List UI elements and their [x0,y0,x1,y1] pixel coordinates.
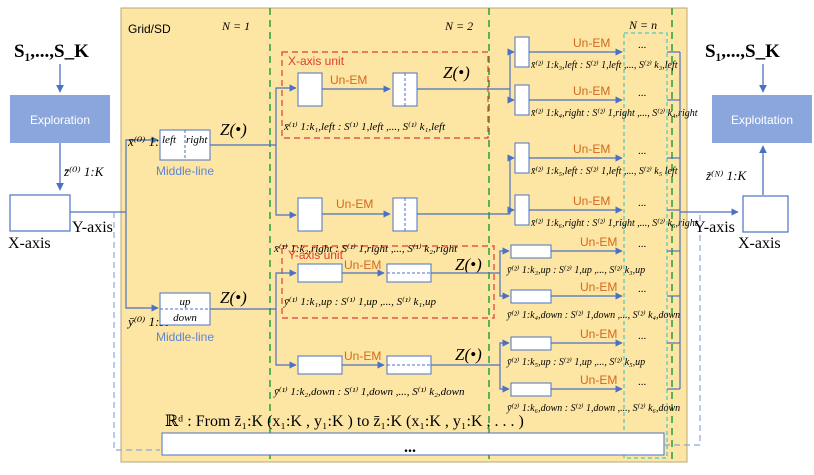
x-axis-unit-label: X-axis unit [288,54,345,68]
l2-box-1 [514,36,530,68]
level-n-column [623,32,668,459]
unem-l2-6: Un-EM [580,280,617,294]
l2-formula-4: x̄⁽²⁾ 1:k₆,right : S⁽²⁾ 1,right ,..., S⁽… [530,218,698,229]
bottom-ellipsis: ... [404,439,416,456]
l2-box-2 [514,84,530,116]
bottom-formula: ℝᵈ : From z̄₁:K (x₁:K , y₁:K ) to z̄₁:K … [165,413,524,430]
l2-ybox-4 [510,382,552,397]
unem-l2-7: Un-EM [580,327,617,341]
x-unit-box-a [297,72,323,107]
l2-formula-1: x̄⁽²⁾ 1:k₃,left : S⁽²⁾ 1,left ,..., S⁽²⁾… [530,60,678,71]
l2-formula-5: ȳ⁽²⁾ 1:k₃,up : S⁽²⁾ 1,up ,..., S⁽²⁾ k₃,u… [506,265,645,276]
y1-up-formula: ȳ⁽¹⁾ 1:k₁,up : S⁽¹⁾ 1,up ,..., S⁽¹⁾ k₁,u… [283,296,436,308]
unem-y-upper: Un-EM [344,258,381,272]
ellipsis-5: ... [638,238,647,250]
unem-y-lower: Un-EM [344,349,381,363]
ellipsis-6: ... [638,283,647,295]
x-axis-label-left: X-axis [8,235,51,252]
z-func-x2a: Z(•) [443,63,470,82]
unem-l2-8: Un-EM [580,373,617,387]
zN-label: z̃⁽ᴺ⁾ 1:K [705,168,747,183]
y1-down-formula: ȳ⁽¹⁾ 1:k₂,down : S⁽¹⁾ 1,down ,..., S⁽¹⁾ … [273,386,465,398]
input-label: S₁,...,S_K [14,41,89,62]
left-label: left [162,134,177,146]
n1-label: N = 1 [221,19,250,33]
l2-ybox-1 [510,244,552,259]
y-axis-label-left: Y-axis [72,219,113,236]
bottom-bar [161,432,665,456]
ellipsis-2: ... [638,87,647,99]
ellipsis-3: ... [638,145,647,157]
grid-title: Grid/SD [128,22,171,36]
ellipsis-8: ... [638,376,647,388]
unem-l2-5: Un-EM [580,235,617,249]
l2-ybox-2 [510,289,552,304]
down-label: down [173,312,197,324]
l2-formula-8: ȳ⁽²⁾ 1:k₆,down : S⁽²⁾ 1,down ,..., S⁽²⁾ … [506,403,680,414]
ellipsis-4: ... [638,197,647,209]
ellipsis-7: ... [638,330,647,342]
l2-box-4 [514,194,530,226]
l2-formula-2: x̄⁽²⁾ 1:k₄,right : S⁽²⁾ 1,right ,..., S⁽… [530,108,698,119]
input-xy-box [9,194,71,232]
exploitation-label: Exploitation [731,113,793,127]
n2-label: N = 2 [444,19,473,33]
nn-label: N = n [628,18,657,32]
l2-ybox-3 [510,336,552,351]
x1-right-formula: x̄⁽¹⁾ 1:k₂,right : S⁽¹⁾ 1,right ,..., S⁽… [273,243,458,255]
middle-line-label-bottom: Middle-line [156,330,214,344]
l2-box-3 [514,142,530,174]
l2-formula-3: x̄⁽²⁾ 1:k₅,left : S⁽²⁾ 1,left ,..., S⁽²⁾… [530,166,678,177]
exploration-label: Exploration [30,113,90,127]
z0-label: z̄⁽⁰⁾ 1:K [63,164,105,179]
y-axis-unit-box [281,245,495,319]
unem-l2-2: Un-EM [573,84,610,98]
y-axis-unit-label: Y-axis unit [288,248,344,262]
x-axis-unit-box [281,51,489,139]
z-func-x1: Z(•) [220,120,247,139]
y0-label: ȳ⁽⁰⁾ 1:K [126,314,169,329]
up-label: up [180,296,192,308]
exploitation-box[interactable] [712,95,812,143]
ellipsis-1: ... [638,39,647,51]
x-axis-label-right: X-axis [738,235,781,252]
exploration-box[interactable] [10,95,110,143]
middle-line-label-top: Middle-line [156,164,214,178]
unem-l2-4: Un-EM [573,194,610,208]
unem-x-lower: Un-EM [336,197,373,211]
unem-l2-1: Un-EM [573,36,610,50]
y-axis-label-right: Y-axis [694,219,735,236]
x1-left-formula: x̄⁽¹⁾ 1:k₁,left : S⁽¹⁾ 1,left ,..., S⁽¹⁾… [283,121,446,133]
unem-l2-3: Un-EM [573,142,610,156]
l2-formula-6: ȳ⁽²⁾ 1:k₄,down : S⁽²⁾ 1,down ,..., S⁽²⁾ … [506,310,680,321]
output-xy-box [742,195,789,233]
right-label: right [186,134,208,146]
y-unit-box-a [297,263,343,283]
x0-label: x̄⁽⁰⁾ 1:K [127,134,169,149]
l2-formula-7: ȳ⁽²⁾ 1:k₅,up : S⁽²⁾ 1,up ,..., S⁽²⁾ k₅,u… [506,357,645,368]
x-right-box-a [297,197,323,232]
z-func-y2a: Z(•) [455,255,482,274]
unem-x-upper: Un-EM [330,73,367,87]
z-func-y1: Z(•) [220,288,247,307]
z-func-y2b: Z(•) [455,345,482,364]
output-label: S₁,...,S_K [705,41,780,62]
y-down-box-a [297,355,343,375]
